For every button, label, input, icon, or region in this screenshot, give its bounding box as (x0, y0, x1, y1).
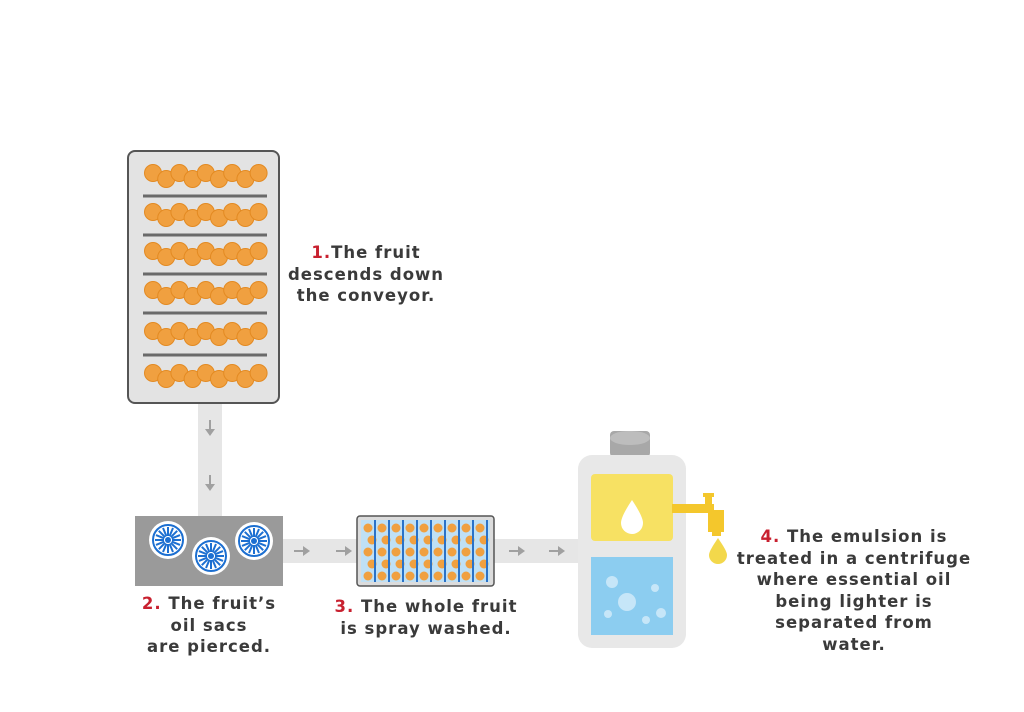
falling-drop (709, 538, 727, 564)
conveyor-shelves (143, 194, 267, 357)
washed-fruit (377, 571, 387, 581)
fruit (249, 164, 268, 182)
step-number: 4. (760, 527, 781, 546)
washed-fruit (433, 547, 443, 557)
blade-wheel (149, 521, 187, 559)
washed-fruit (405, 571, 415, 581)
washed-fruit (377, 547, 387, 557)
water-bubbles (604, 576, 666, 624)
fruit (249, 364, 268, 382)
spray-washer-icon (356, 515, 495, 587)
washed-fruit (475, 571, 485, 581)
centrifuge-icon (578, 431, 727, 648)
washed-fruit (363, 571, 373, 581)
washed-fruit (363, 523, 373, 533)
vertical-pipe (198, 403, 222, 516)
step-4-label: 4. The emulsion is treated in a centrifu… (730, 526, 978, 655)
step-line: separated from (775, 613, 933, 632)
step-line: are pierced. (146, 637, 272, 656)
fruit (249, 203, 268, 221)
washed-fruit (461, 523, 471, 533)
step-number: 3. (334, 597, 355, 616)
blade-wheel (235, 522, 273, 560)
step-line: the conveyor. (296, 286, 436, 305)
washed-fruit (461, 571, 471, 581)
washed-fruit (419, 571, 429, 581)
washed-fruit (475, 547, 485, 557)
step-line: The fruit (331, 243, 421, 262)
washed-fruit (391, 523, 401, 533)
step-line: descends down (287, 264, 445, 284)
washed-fruit (391, 547, 401, 557)
washed-fruit (447, 547, 457, 557)
fruit (249, 281, 268, 299)
blade-wheel (192, 537, 230, 575)
tap-icon (672, 493, 724, 536)
washed-fruit (433, 523, 443, 533)
step-number: 1. (311, 243, 332, 262)
fruit-rows (144, 164, 268, 388)
oil-drop-icon (621, 500, 643, 534)
washed-fruit (377, 523, 387, 533)
washed-fruit (419, 523, 429, 533)
step-1-label: 1.The fruit descends down the conveyor. (280, 242, 452, 307)
step-line: oil sacs (170, 615, 248, 635)
washed-fruit (447, 571, 457, 581)
flow-arrows (205, 420, 565, 556)
step-line: water. (822, 634, 886, 654)
step-line: being lighter is (775, 591, 933, 611)
step-line: The fruit’s (168, 594, 277, 613)
washed-fruit (433, 571, 443, 581)
conveyor-icon (127, 150, 280, 404)
step-line: is spray washed. (340, 618, 512, 638)
piercing-machine-icon (135, 516, 283, 586)
washed-fruit (405, 547, 415, 557)
washed-fruit (461, 547, 471, 557)
step-line: The whole fruit (361, 597, 518, 616)
step-2-label: 2. The fruit’s oil sacs are pierced. (125, 593, 293, 658)
washed-fruit (391, 571, 401, 581)
fruit (249, 242, 268, 260)
step-3-label: 3. The whole fruit is spray washed. (326, 596, 526, 639)
step-number: 2. (141, 594, 162, 613)
step-line: The emulsion is (786, 527, 948, 546)
washed-fruit (419, 547, 429, 557)
step-line: where essential oil (756, 570, 952, 589)
fruit (249, 322, 268, 340)
step-line: treated in a centrifuge (736, 548, 972, 568)
washed-fruit (447, 523, 457, 533)
washed-fruit (475, 523, 485, 533)
washed-fruit (363, 547, 373, 557)
washed-fruit (405, 523, 415, 533)
